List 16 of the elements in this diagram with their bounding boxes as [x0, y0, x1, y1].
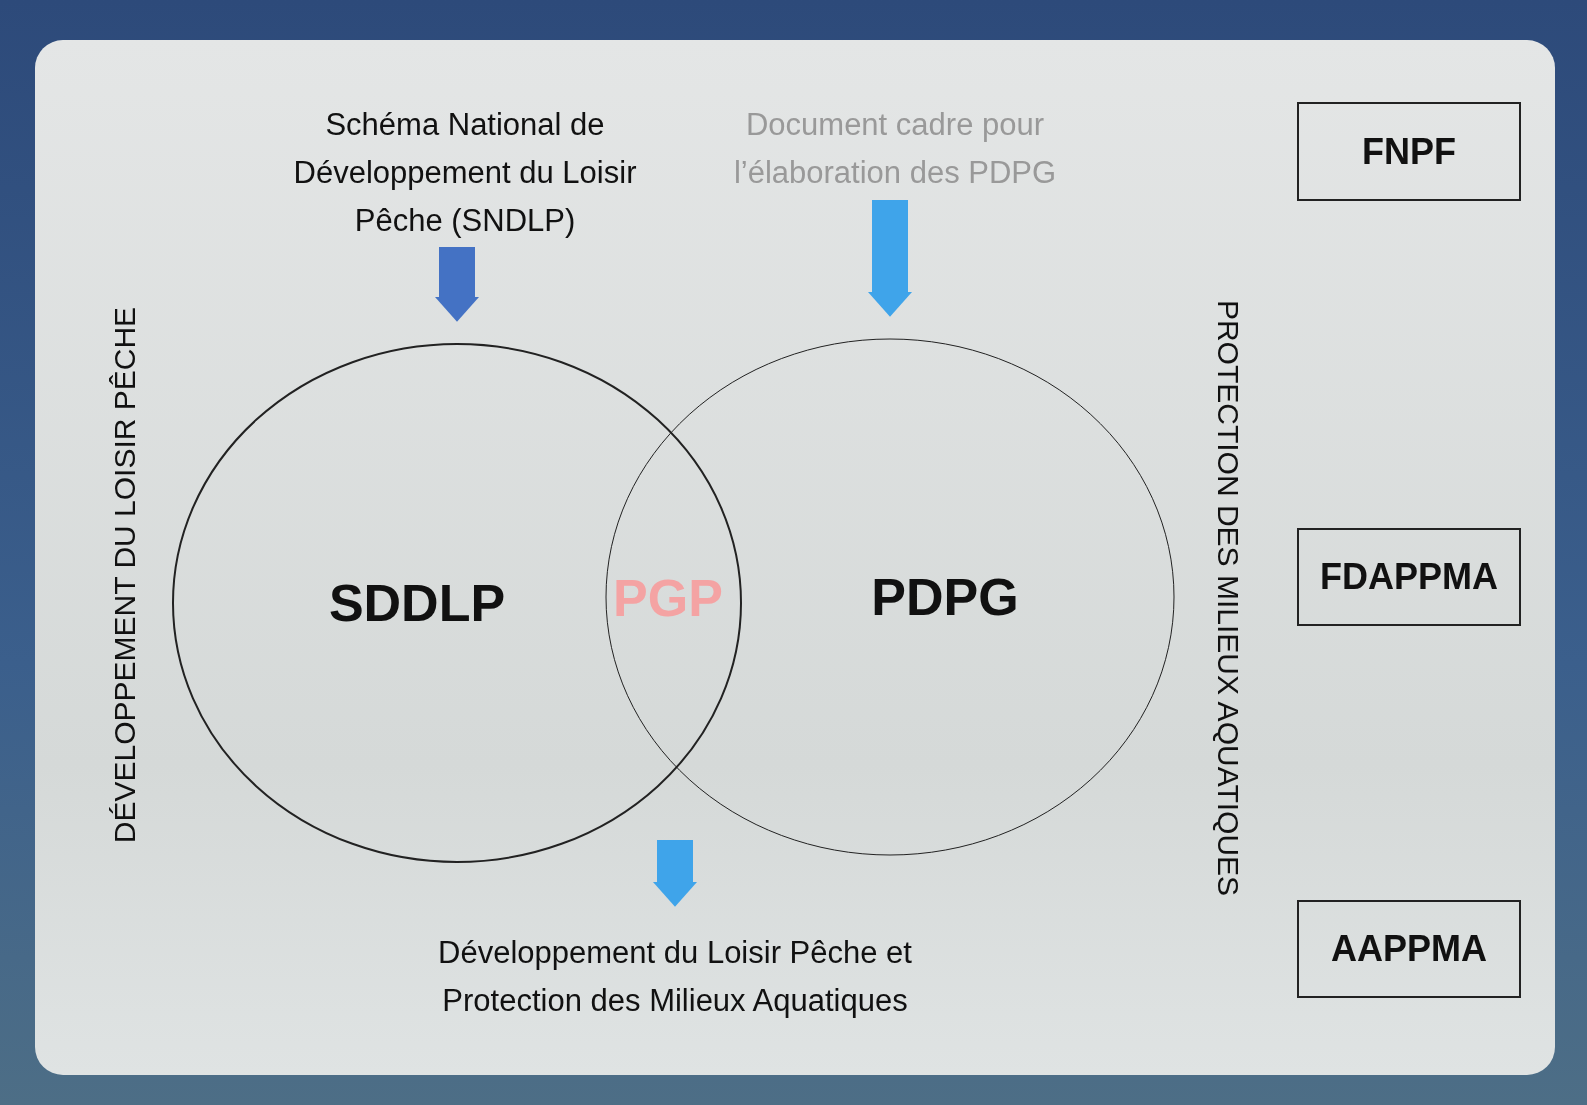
organization-box: AAPPMA — [1297, 900, 1521, 998]
result-text: Développement du Loisir Pêche et Protection des Milieux Aquatiques — [380, 928, 970, 1026]
source-text: Schéma National de Développement du Loisir Pêche (SNDLP) — [250, 100, 680, 245]
source-text: Document cadre pour l’élaboration des PDPG — [700, 100, 1090, 198]
venn-circle — [172, 343, 742, 863]
block-arrow — [868, 200, 912, 317]
venn-circle — [605, 338, 1175, 856]
overlap-label: PGP — [613, 568, 723, 628]
circle-label: PDPG — [871, 567, 1019, 627]
block-arrow — [653, 840, 697, 907]
vertical-heading: DÉVELOPPEMENT DU LOISIR PÊCHE — [108, 306, 142, 844]
organization-box: FDAPPMA — [1297, 528, 1521, 626]
block-arrow — [435, 247, 479, 322]
vertical-heading: PROTECTION DES MILIEUX AQUATIQUES — [1211, 299, 1245, 897]
circle-label: SDDLP — [328, 573, 506, 633]
organization-box: FNPF — [1297, 102, 1521, 201]
